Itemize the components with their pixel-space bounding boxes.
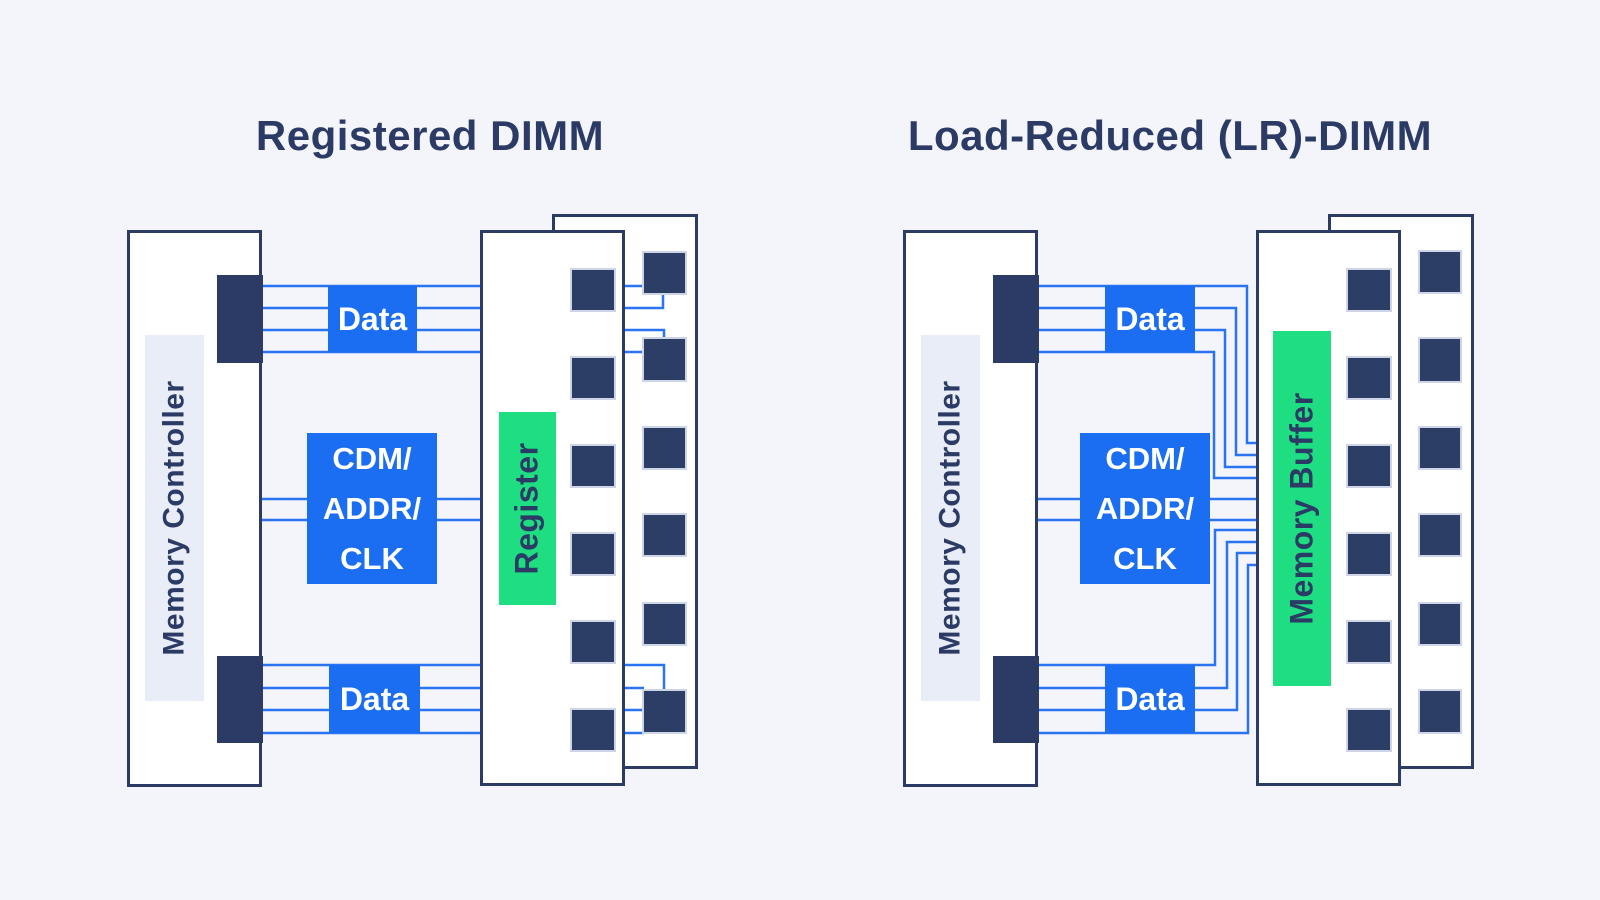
data-bus-label: Data	[1115, 680, 1185, 717]
memory-chip	[1346, 356, 1392, 400]
memory-controller-label: Memory Controller	[933, 380, 967, 656]
memory-chip	[570, 268, 616, 312]
cdm-addr-clk-box: CDM/ ADDR/ CLK	[1080, 433, 1210, 584]
memory-chip	[570, 444, 616, 488]
bus-label-line: CDM/	[1105, 440, 1185, 476]
memory-chip	[1346, 708, 1392, 752]
data-bus-label: Data	[339, 680, 410, 717]
memory-chip	[570, 356, 616, 400]
bus-label-line: CLK	[340, 540, 404, 576]
memory-chip	[1346, 444, 1392, 488]
memory-chip	[642, 602, 687, 646]
memory-buffer-label: Memory Buffer	[1283, 392, 1320, 625]
bus-label-line: CLK	[1113, 540, 1177, 576]
data-bus-box-bottom: Data	[329, 665, 420, 733]
memory-chip	[570, 620, 616, 664]
memory-chip	[1418, 513, 1462, 557]
bus-label-line: ADDR/	[322, 490, 422, 526]
controller-pin-block-top	[993, 275, 1039, 363]
bus-label-line: ADDR/	[1095, 490, 1195, 526]
registered-dimm-title: Registered DIMM	[255, 112, 605, 159]
memory-chip	[1346, 532, 1392, 576]
memory-chip	[1346, 268, 1392, 312]
memory-chip	[570, 532, 616, 576]
memory-controller-label-strip: Memory Controller	[145, 335, 204, 701]
memory-chip	[1418, 337, 1462, 383]
memory-chip	[1418, 426, 1462, 470]
controller-pin-block-top	[217, 275, 263, 363]
lr-dimm-title: Load-Reduced (LR)-DIMM	[907, 112, 1433, 159]
data-bus-box-top: Data	[1105, 286, 1195, 352]
cdm-addr-clk-box: CDM/ ADDR/ CLK	[307, 433, 437, 584]
memory-chip	[642, 426, 687, 470]
memory-chip	[1418, 689, 1462, 734]
memory-chip	[1418, 602, 1462, 646]
memory-chip	[642, 513, 687, 557]
register-chip: Register	[499, 412, 556, 605]
memory-buffer-chip: Memory Buffer	[1273, 331, 1331, 686]
memory-chip	[642, 251, 687, 295]
controller-pin-block-bottom	[993, 656, 1039, 743]
memory-chip	[570, 708, 616, 752]
memory-controller-label: Memory Controller	[157, 380, 191, 656]
data-bus-box-top: Data	[328, 286, 417, 352]
memory-controller-label-strip: Memory Controller	[921, 335, 980, 701]
register-label: Register	[509, 442, 546, 575]
data-bus-box-bottom: Data	[1105, 665, 1195, 733]
data-bus-label: Data	[337, 300, 408, 337]
bus-label-line: CDM/	[332, 440, 412, 476]
memory-chip	[1346, 620, 1392, 664]
data-bus-label: Data	[1115, 300, 1185, 337]
controller-pin-block-bottom	[217, 656, 263, 743]
memory-chip	[1418, 250, 1462, 294]
memory-chip	[642, 337, 687, 382]
memory-chip	[642, 689, 687, 734]
